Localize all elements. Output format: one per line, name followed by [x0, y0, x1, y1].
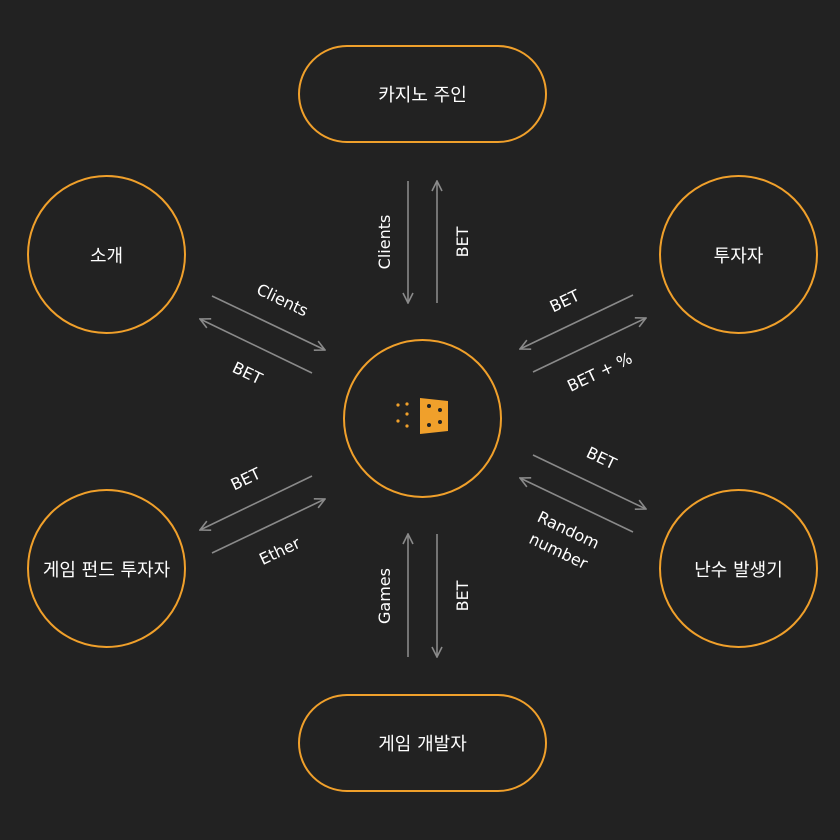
label-center-to-fund: BET — [228, 464, 264, 495]
label-bottom-down: BET — [453, 580, 472, 611]
node-center — [343, 339, 502, 498]
arrow-center-to-intro — [200, 319, 313, 374]
label-intro-to-center: Clients — [254, 280, 312, 321]
label-top-down: Clients — [375, 215, 394, 270]
arrow-intro-to-center — [211, 295, 325, 350]
arrow-investor-to-center — [520, 294, 634, 349]
node-casino-owner: 카지노 주인 — [298, 45, 547, 143]
arrow-center-to-fund — [200, 475, 313, 530]
label-center-to-rng: BET — [583, 443, 619, 474]
arrow-fund-to-center — [211, 499, 325, 554]
label-bottom-up: Games — [375, 568, 394, 624]
label-top-up: BET — [453, 226, 472, 257]
label-fund-to-center: Ether — [256, 533, 303, 569]
dice-icon — [395, 397, 448, 434]
node-game-developer: 게임 개발자 — [298, 694, 547, 792]
node-fund-investor: 게임 펀드 투자자 — [27, 489, 186, 648]
arrow-center-to-rng — [532, 454, 646, 509]
label-center-to-intro: BET — [229, 358, 265, 389]
label-investor-to-center: BET — [547, 286, 583, 317]
node-investor: 투자자 — [659, 175, 818, 334]
arrow-center-to-investor — [532, 318, 646, 373]
label-center-to-investor: BET + % — [564, 348, 635, 395]
node-rng: 난수 발생기 — [659, 489, 818, 648]
node-introducer: 소개 — [27, 175, 186, 334]
arrow-rng-to-center — [520, 478, 634, 533]
